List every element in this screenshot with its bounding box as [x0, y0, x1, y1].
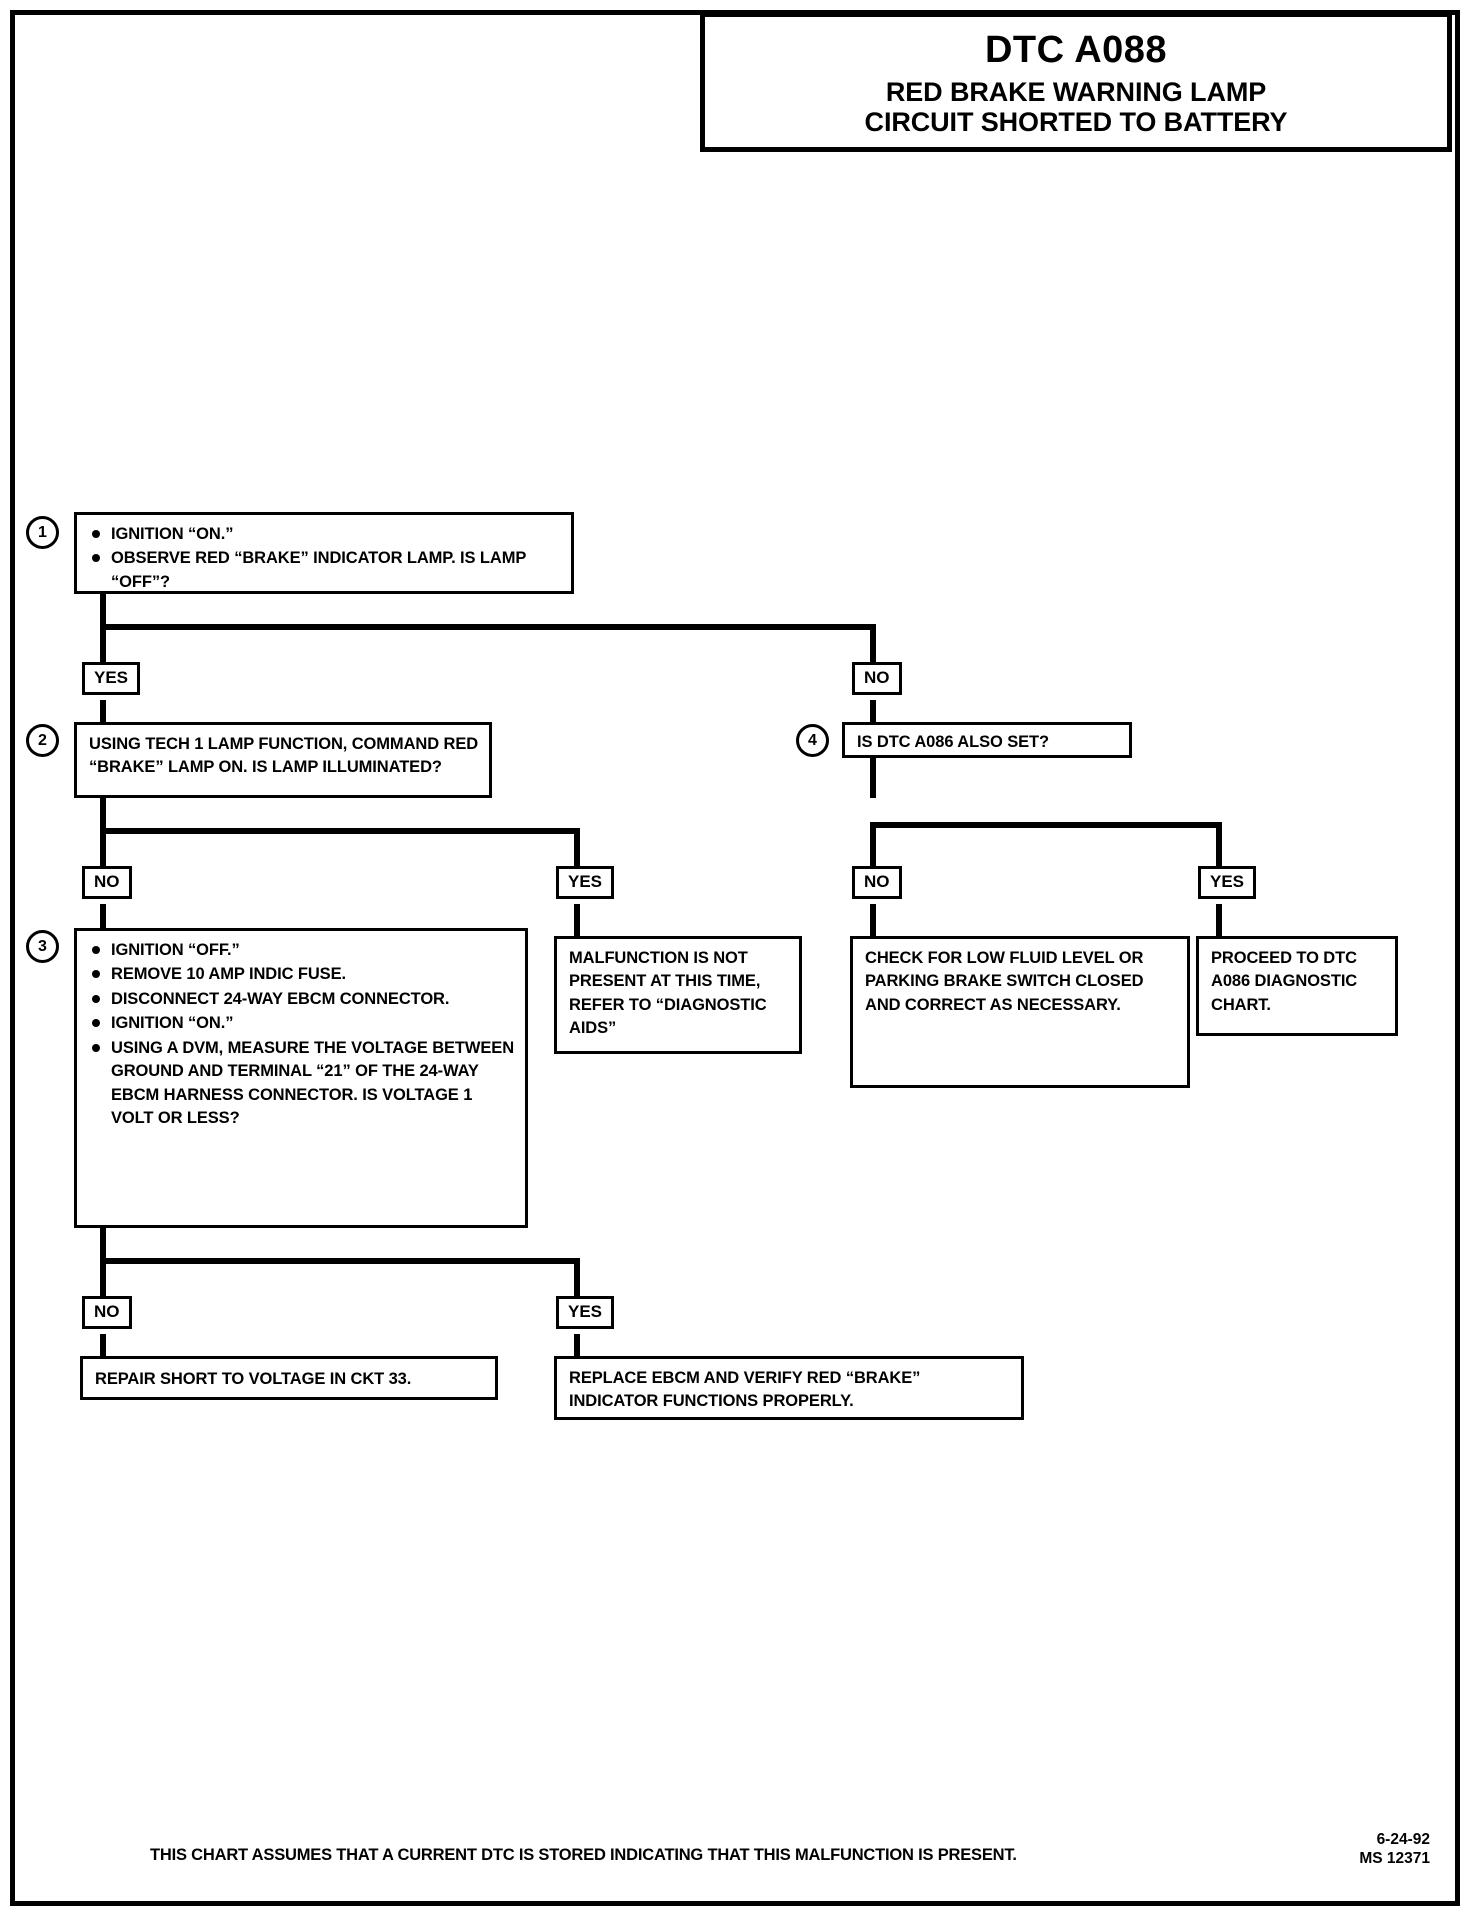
connector-yes2-to-result — [574, 904, 580, 936]
connector-step4-stem — [870, 758, 876, 798]
connector-step2-yes-drop — [574, 828, 580, 870]
connector-step2-horizontal — [100, 828, 580, 834]
connector-step3-yes-drop — [574, 1258, 580, 1300]
title-block: DTC A088 RED BRAKE WARNING LAMP CIRCUIT … — [700, 12, 1452, 152]
connector-step4-horizontal — [870, 822, 1222, 828]
connector-step3-no-drop — [100, 1258, 106, 1300]
step-1-bullet-1: IGNITION “ON.” — [92, 523, 561, 546]
step-number-3: 3 — [26, 930, 59, 963]
step-3-bullet-1: IGNITION “OFF.” — [92, 939, 515, 962]
connector-yes4-to-result — [1216, 904, 1222, 936]
branch-label-yes-1: YES — [82, 662, 141, 695]
connector-step2-stem — [100, 798, 106, 834]
step-number-2: 2 — [26, 724, 59, 757]
footer-date: 6-24-92 — [1376, 1831, 1430, 1848]
dtc-description-line2: CIRCUIT SHORTED TO BATTERY — [864, 107, 1288, 138]
connector-step1-stem — [100, 594, 106, 630]
result-replace-ebcm: REPLACE EBCM AND VERIFY RED “BRAKE” INDI… — [554, 1356, 1024, 1420]
connector-no3-to-result — [100, 1334, 106, 1362]
footer-note: THIS CHART ASSUMES THAT A CURRENT DTC IS… — [150, 1846, 1017, 1864]
connector-yes1-to-step2 — [100, 700, 106, 732]
connector-no4-to-result — [870, 904, 876, 936]
connector-no1-to-step4 — [870, 700, 876, 732]
connector-step4-yes-drop — [1216, 822, 1222, 870]
step-1-bullet-2: OBSERVE RED “BRAKE” INDICATOR LAMP. IS L… — [92, 547, 561, 594]
step-4-box: IS DTC A086 ALSO SET? — [842, 722, 1132, 758]
connector-no2-to-step3 — [100, 904, 106, 936]
step-3-bullet-2: REMOVE 10 AMP INDIC FUSE. — [92, 963, 515, 986]
branch-label-yes-4: YES — [1198, 866, 1257, 899]
branch-label-no-2: NO — [82, 866, 132, 899]
branch-label-no-1: NO — [852, 662, 902, 695]
result-malfunction-not-present: MALFUNCTION IS NOT PRESENT AT THIS TIME,… — [554, 936, 802, 1054]
step-number-1: 1 — [26, 516, 59, 549]
branch-label-yes-2: YES — [556, 866, 615, 899]
branch-label-no-3: NO — [82, 1296, 132, 1329]
connector-step4-no-drop — [870, 822, 876, 870]
connector-step2-no-drop — [100, 828, 106, 870]
step-3-bullet-3: DISCONNECT 24-WAY EBCM CONNECTOR. — [92, 988, 515, 1011]
dtc-description-line1: RED BRAKE WARNING LAMP — [885, 76, 1267, 107]
step-1-box: IGNITION “ON.” OBSERVE RED “BRAKE” INDIC… — [74, 512, 574, 594]
connector-yes3-to-result — [574, 1334, 580, 1362]
step-3-bullet-4: IGNITION “ON.” — [92, 1012, 515, 1035]
step-3-bullet-5: USING A DVM, MEASURE THE VOLTAGE BETWEEN… — [92, 1037, 515, 1131]
result-repair-short: REPAIR SHORT TO VOLTAGE IN CKT 33. — [80, 1356, 498, 1400]
step-2-box: USING TECH 1 LAMP FUNCTION, COMMAND RED … — [74, 722, 492, 798]
branch-label-yes-3: YES — [556, 1296, 615, 1329]
step-number-4: 4 — [796, 724, 829, 757]
result-proceed-a086: PROCEED TO DTC A086 DIAGNOSTIC CHART. — [1196, 936, 1398, 1036]
branch-label-no-4: NO — [852, 866, 902, 899]
step-3-box: IGNITION “OFF.” REMOVE 10 AMP INDIC FUSE… — [74, 928, 528, 1228]
connector-step3-horizontal — [100, 1258, 580, 1264]
dtc-code: DTC A088 — [984, 29, 1168, 71]
connector-step1-yes-drop — [100, 624, 106, 666]
result-check-low-fluid: CHECK FOR LOW FLUID LEVEL OR PARKING BRA… — [850, 936, 1190, 1088]
connector-step3-stem — [100, 1228, 106, 1264]
connector-step1-no-drop — [870, 624, 876, 666]
footer-doc-code: MS 12371 — [1359, 1850, 1430, 1868]
connector-step1-horizontal — [100, 624, 876, 630]
